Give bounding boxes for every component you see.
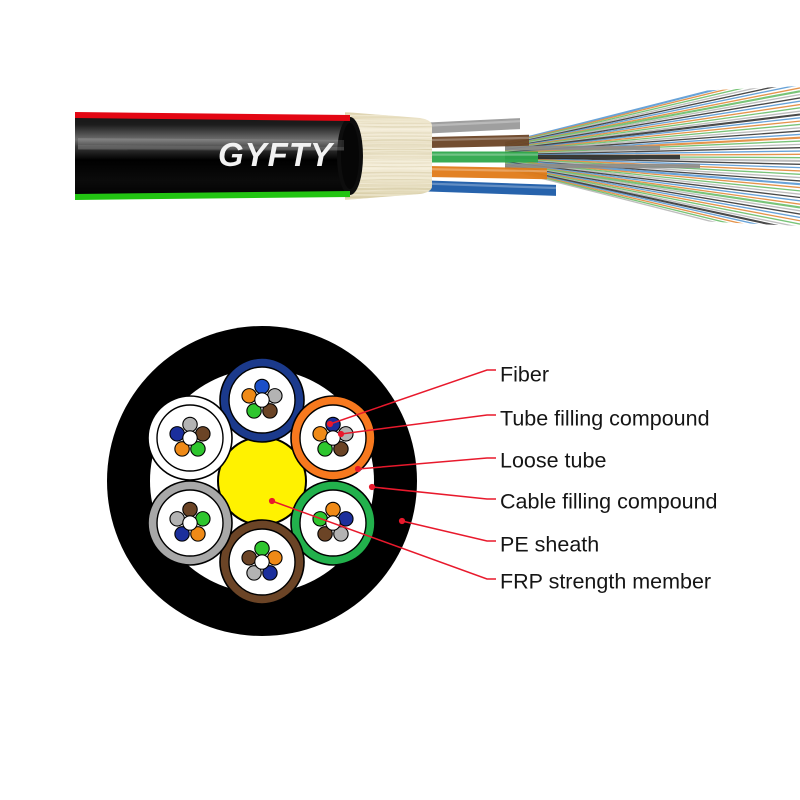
fiber-fanout-group <box>505 86 800 226</box>
callout-line-cable-filling-compound <box>371 486 496 500</box>
fiber <box>254 392 270 408</box>
blue-tube <box>219 357 305 443</box>
optical-fiber <box>505 164 800 222</box>
optical-fiber <box>505 86 800 145</box>
optical-fiber <box>505 167 800 226</box>
fiber <box>262 565 278 581</box>
callout-line-loose-tube <box>357 457 496 470</box>
brown-tube <box>219 519 305 605</box>
callout-dot-fiber <box>326 420 334 428</box>
optical-fiber <box>505 93 800 148</box>
callout-label-cable-filling-compound: Cable filling compound <box>500 490 718 514</box>
loose-tube-strands-group <box>428 118 556 196</box>
optical-fiber <box>505 162 800 209</box>
callout-line-fiber <box>329 369 496 425</box>
fiber <box>254 554 270 570</box>
loose-tube-strand-highlight <box>428 120 520 127</box>
sheath-stripe-bottom <box>75 191 350 200</box>
loose-tube-strand-highlight <box>428 153 538 156</box>
optical-fiber <box>505 136 800 155</box>
fiber <box>190 441 206 457</box>
loose-tube-strand <box>428 180 556 196</box>
loose-tubes-group <box>147 357 376 605</box>
optical-fiber <box>505 163 800 212</box>
loose-tube-strand <box>428 134 529 148</box>
optical-fiber <box>505 107 800 150</box>
callout-dot-pe-sheath <box>398 517 406 525</box>
callout-label-loose-tube: Loose tube <box>500 449 606 473</box>
optical-fiber <box>505 86 800 145</box>
fiber <box>174 526 190 542</box>
callout-line-frp-strength-member <box>271 500 496 580</box>
optical-fiber <box>505 150 800 156</box>
fiber <box>325 430 341 446</box>
callout-label-frp-strength-member: FRP strength member <box>500 570 711 594</box>
optical-fiber <box>505 168 800 226</box>
optical-fiber <box>505 103 800 150</box>
loose-tube-strand <box>428 166 547 180</box>
fiber <box>182 430 198 446</box>
callout-label-tube-filling-compound: Tube filling compound <box>500 407 710 431</box>
fiber <box>190 526 206 542</box>
optical-fiber <box>505 100 800 149</box>
fiber <box>262 403 278 419</box>
optical-fiber <box>505 86 800 147</box>
callout-label-fiber: Fiber <box>500 363 549 387</box>
optical-fiber <box>505 166 800 226</box>
callout-dot-frp-strength-member <box>268 497 276 505</box>
callout-dot-tube-filling-compound <box>337 430 345 438</box>
optical-fiber <box>505 97 800 149</box>
optical-fiber <box>505 166 800 226</box>
green-tube <box>290 480 376 566</box>
cable-brand-print: GYFTY <box>218 136 335 173</box>
loose-tube-strand-highlight <box>428 168 547 173</box>
grey-tube <box>147 480 233 566</box>
orange-tube <box>290 395 376 481</box>
fiber <box>317 441 333 457</box>
optical-fiber <box>505 86 800 146</box>
loose-tube-strand <box>428 151 538 163</box>
white-tube <box>147 395 233 481</box>
callout-dot-cable-filling-compound <box>368 483 376 491</box>
optical-fiber <box>505 158 800 179</box>
callout-dot-loose-tube <box>354 465 362 473</box>
callout-line-tube-filling-compound <box>340 414 496 435</box>
fiber <box>246 565 262 581</box>
cable-jacket <box>75 112 363 200</box>
loose-tube-strand-highlight <box>428 136 529 142</box>
callout-line-pe-sheath <box>401 520 496 542</box>
fiber <box>246 403 262 419</box>
optical-fiber <box>505 117 800 152</box>
loose-tube-strand <box>428 118 520 134</box>
optical-fiber <box>505 165 800 225</box>
fiber <box>182 515 198 531</box>
fiber <box>317 526 333 542</box>
callout-label-pe-sheath: PE sheath <box>500 533 599 557</box>
optical-fiber <box>505 157 800 169</box>
optical-fiber <box>505 113 800 151</box>
fiber <box>333 441 349 457</box>
optical-fiber <box>505 90 800 148</box>
optical-fiber <box>505 86 800 146</box>
sheath-stripe-top <box>75 112 350 121</box>
fiber <box>174 441 190 457</box>
optical-fiber <box>505 164 800 219</box>
optical-fiber <box>505 161 800 202</box>
optical-fiber <box>505 163 800 215</box>
optical-fiber <box>505 147 800 156</box>
loose-tube-strand-highlight <box>428 182 556 190</box>
